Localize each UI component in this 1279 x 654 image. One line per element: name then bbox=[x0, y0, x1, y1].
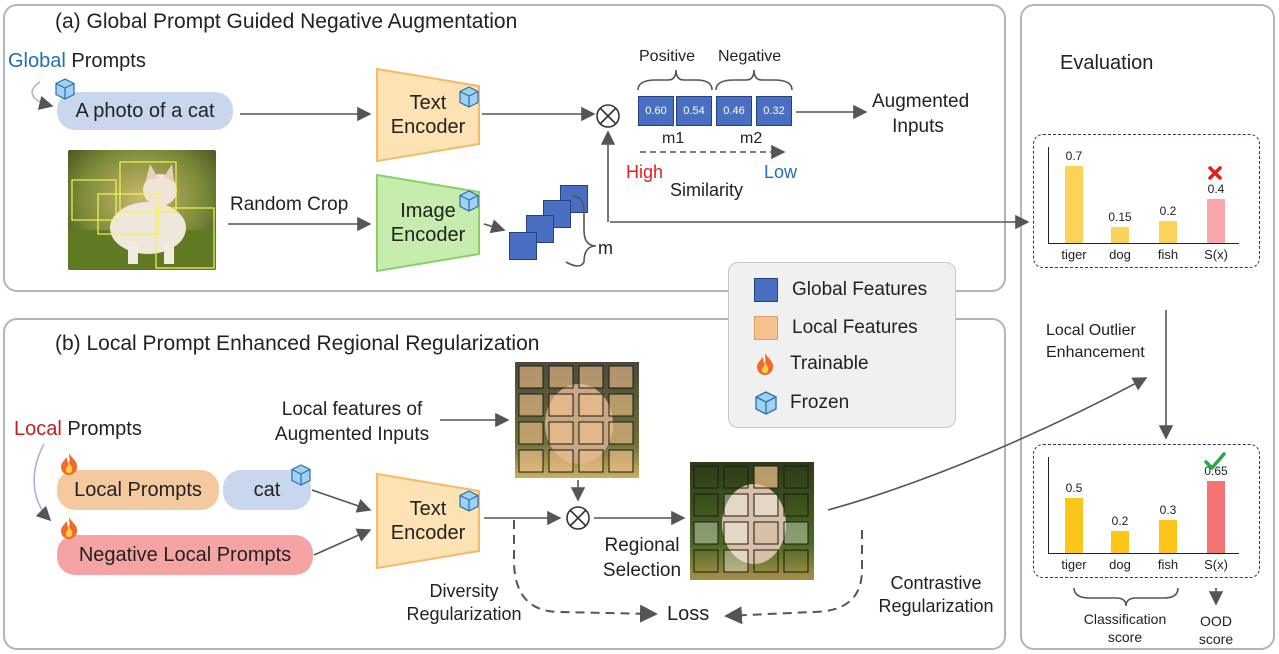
global-feature-square bbox=[509, 232, 537, 260]
local-prompts-pill: Local Prompts bbox=[57, 470, 219, 510]
chart-1-value-tiger: 0.7 bbox=[1065, 149, 1083, 163]
chart-2-cat-dog: dog bbox=[1109, 557, 1131, 572]
regional-selection-grid bbox=[690, 462, 814, 580]
negative-label: Negative bbox=[718, 48, 782, 65]
negative-local-prompts-text: Negative Local Prompts bbox=[78, 543, 292, 566]
chart-2-bar-fish bbox=[1159, 520, 1177, 553]
positive-label: Positive bbox=[639, 48, 696, 65]
m-label: m bbox=[598, 238, 613, 258]
feature-value-1: 0.60 bbox=[638, 96, 674, 126]
text-encoder-b-shape bbox=[376, 473, 480, 569]
text-encoder-b: Text Encoder bbox=[376, 473, 480, 569]
m1-label: m1 bbox=[662, 130, 685, 147]
augmented-inputs-label: Augmented Inputs bbox=[872, 91, 970, 137]
legend-trainable-label: Trainable bbox=[790, 353, 869, 374]
local-prompts-label: Local Prompts bbox=[14, 418, 142, 441]
low-label: Low bbox=[764, 162, 798, 182]
evaluation-chart-after: 0.5 0.2 0.3 0.65 tiger dog fish S(x) bbox=[1033, 444, 1260, 578]
chart-1-value-dog: 0.15 bbox=[1108, 210, 1132, 224]
chart-1-cat-sx: S(x) bbox=[1204, 247, 1228, 262]
global-word: Global bbox=[8, 50, 66, 72]
chart-2-bar-tiger bbox=[1065, 498, 1083, 553]
high-label: High bbox=[626, 162, 664, 182]
random-crop-label: Random Crop bbox=[230, 194, 349, 215]
trainable-flame-icon bbox=[757, 353, 774, 375]
cat-photo-drawing bbox=[68, 150, 216, 270]
local-prompts-word: Prompts bbox=[61, 418, 142, 440]
chart-1-plot: 0.7 0.15 0.2 0.4 tiger dog fish S(x) bbox=[1048, 147, 1239, 262]
frozen-cube-icon bbox=[755, 391, 777, 415]
chart-1-value-fish: 0.2 bbox=[1159, 204, 1177, 218]
legend-trainable: Trainable bbox=[754, 352, 869, 376]
feature-value-3: 0.46 bbox=[716, 96, 752, 126]
panel-b-title: (b) Local Prompt Enhanced Regional Regul… bbox=[55, 332, 540, 355]
global-prompts-label: Global Prompts bbox=[8, 50, 146, 73]
negative-local-prompts-pill: Negative Local Prompts bbox=[57, 535, 313, 575]
feature-value-4: 0.32 bbox=[756, 96, 792, 126]
global-prompt-text: A photo of a cat bbox=[75, 99, 215, 122]
image-encoder-label: Image Encoder bbox=[390, 200, 466, 246]
chart-2-bar-sx bbox=[1207, 481, 1225, 553]
text-encoder-a-shape bbox=[376, 68, 480, 162]
chart-1-cat-dog: dog bbox=[1109, 247, 1131, 262]
image-encoder: Image Encoder bbox=[376, 174, 480, 272]
local-word: Local bbox=[14, 418, 62, 440]
legend-frozen-label: Frozen bbox=[790, 392, 850, 413]
local-features-label: Local features of Augmented Inputs bbox=[274, 399, 430, 445]
classification-score-label: Classification score bbox=[1083, 611, 1167, 646]
diversity-regularization-label: Diversity Regularization bbox=[406, 581, 522, 625]
chart-2-plot: 0.5 0.2 0.3 0.65 tiger dog fish S(x) bbox=[1048, 457, 1239, 572]
loss-label: Loss bbox=[667, 603, 710, 625]
text-encoder-b-label: Text Encoder bbox=[390, 498, 466, 544]
chart-2-value-tiger: 0.5 bbox=[1065, 481, 1083, 495]
local-feature-grid bbox=[515, 362, 639, 478]
cat-pill: cat bbox=[223, 470, 311, 510]
chart-1-bar-fish bbox=[1159, 221, 1177, 243]
cat-text: cat bbox=[253, 478, 281, 501]
chart-1-bar-sx bbox=[1207, 199, 1225, 243]
regional-selection-grid-drawing bbox=[690, 462, 814, 580]
chart-1-bar-tiger bbox=[1065, 166, 1083, 243]
evaluation-title: Evaluation bbox=[1060, 52, 1154, 74]
global-feature-swatch bbox=[754, 278, 778, 302]
local-outlier-enhancement-label: Local Outlier Enhancement bbox=[1046, 322, 1145, 361]
text-encoder-a-label: Text Encoder bbox=[390, 92, 466, 138]
legend-global-features-label: Global Features bbox=[792, 279, 928, 300]
image-encoder-shape bbox=[376, 174, 480, 272]
legend-local-features-label: Local Features bbox=[792, 317, 918, 338]
legend-global-features: Global Features bbox=[754, 278, 927, 302]
regional-selection-label: Regional Selection bbox=[602, 535, 682, 581]
ood-score-label: OOD score bbox=[1198, 613, 1234, 648]
correct-check-icon bbox=[1204, 452, 1226, 470]
cat-photo bbox=[68, 150, 216, 270]
local-feature-swatch bbox=[754, 316, 778, 340]
evaluation-chart-before: 0.7 0.15 0.2 0.4 tiger dog fish S(x) bbox=[1033, 134, 1260, 268]
chart-1-cat-fish: fish bbox=[1157, 247, 1179, 262]
prompts-word: Prompts bbox=[65, 50, 146, 72]
chart-1-bar-dog bbox=[1111, 227, 1129, 243]
local-feature-grid-drawing bbox=[515, 362, 639, 478]
wrong-cross-icon bbox=[1208, 166, 1222, 180]
m2-label: m2 bbox=[740, 130, 763, 147]
panel-a-title: (a) Global Prompt Guided Negative Augmen… bbox=[55, 10, 518, 33]
chart-2-value-fish: 0.3 bbox=[1159, 503, 1177, 517]
global-prompt-pill: A photo of a cat bbox=[57, 92, 233, 130]
chart-2-cat-tiger: tiger bbox=[1061, 557, 1087, 572]
chart-2-bar-dog bbox=[1111, 531, 1129, 553]
chart-1-value-sx: 0.4 bbox=[1207, 182, 1225, 196]
chart-2-cat-fish: fish bbox=[1157, 557, 1179, 572]
legend-local-features: Local Features bbox=[754, 316, 918, 340]
chart-2-cat-sx: S(x) bbox=[1204, 557, 1228, 572]
text-encoder-a: Text Encoder bbox=[376, 68, 480, 162]
chart-1-cat-tiger: tiger bbox=[1061, 247, 1087, 262]
legend-frozen: Frozen bbox=[754, 391, 849, 415]
chart-2-value-dog: 0.2 bbox=[1111, 514, 1129, 528]
local-prompts-text: Local Prompts bbox=[74, 478, 202, 501]
feature-value-2: 0.54 bbox=[676, 96, 712, 126]
similarity-label: Similarity bbox=[670, 180, 744, 200]
contrastive-regularization-label: Contrastive Regularization bbox=[878, 573, 994, 617]
